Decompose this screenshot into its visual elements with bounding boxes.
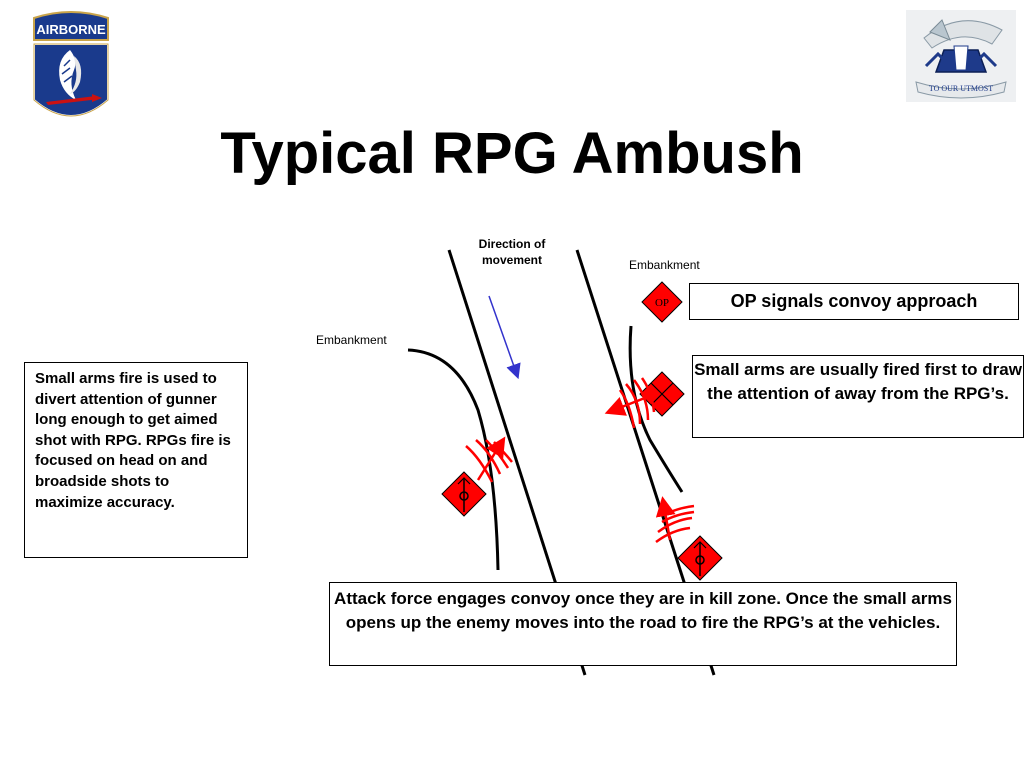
svg-text:AIRBORNE: AIRBORNE — [36, 22, 106, 37]
svg-text:OP: OP — [655, 297, 669, 309]
rpg-position-left-icon — [441, 471, 487, 517]
rpg-fire-right-icon — [655, 496, 695, 544]
embankment-label-left: Embankment — [316, 333, 387, 347]
attack-force-note: Attack force engages convoy once they ar… — [329, 582, 957, 666]
embankment-right-line — [628, 325, 684, 493]
op-symbol: OP — [641, 281, 683, 323]
small-arms-note: Small arms are usually fired first to dr… — [692, 355, 1024, 438]
rpg-fire-left-icon — [465, 436, 513, 483]
direction-arrow — [488, 295, 521, 380]
page-title: Typical RPG Ambush — [220, 121, 804, 186]
airborne-patch-icon: AIRBORNE — [33, 11, 109, 117]
op-note: OP signals convoy approach — [689, 283, 1019, 320]
small-arms-explanation-note: Small arms fire is used to divert attent… — [24, 362, 248, 558]
embankment-label-right: Embankment — [629, 258, 700, 272]
rpg-position-right-icon — [677, 535, 723, 581]
small-arms-fire-icon — [604, 377, 656, 429]
svg-text:TO OUR UTMOST: TO OUR UTMOST — [929, 84, 993, 93]
embankment-left-line — [407, 348, 500, 571]
direction-label: Direction of movement — [478, 237, 546, 267]
unit-crest-icon: TO OUR UTMOST — [906, 10, 1016, 102]
